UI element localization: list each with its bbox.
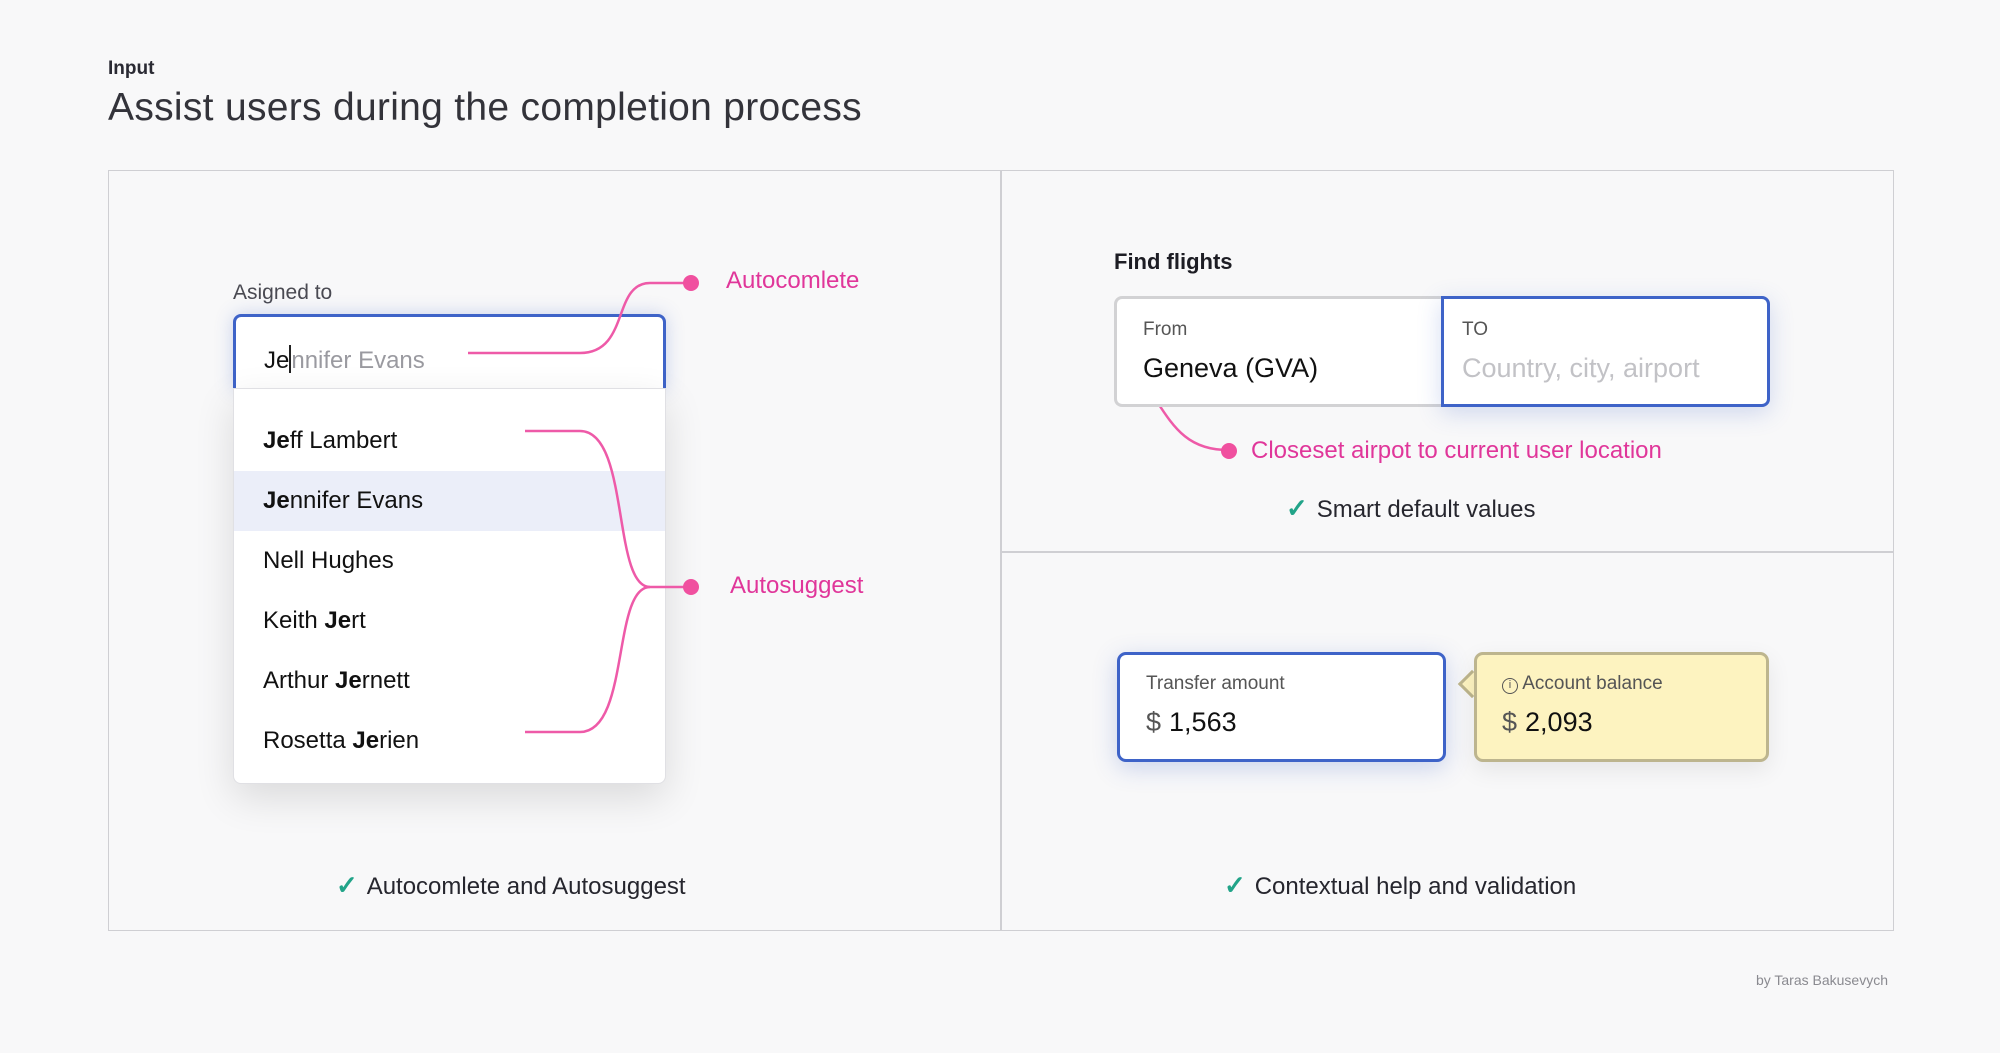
suggestion-match: Je xyxy=(263,487,290,514)
caption-contextual-help: ✓ Contextual help and validation xyxy=(1224,870,1576,901)
autosuggest-connector-top xyxy=(525,429,691,589)
suggestion-text: rt xyxy=(351,607,366,634)
closest-airport-dot xyxy=(1221,443,1237,459)
caption-text: Smart default values xyxy=(1316,496,1536,523)
transfer-amount-field[interactable]: Transfer amount $1,563 xyxy=(1117,652,1446,762)
caption-autocomplete: ✓ Autocomlete and Autosuggest xyxy=(336,870,686,901)
page-title: Assist users during the completion proce… xyxy=(108,86,862,129)
transfer-value: 1,563 xyxy=(1169,707,1237,737)
suggestion-text: Rosetta xyxy=(263,727,353,754)
currency-symbol: $ xyxy=(1502,707,1518,737)
suggestion-match: Je xyxy=(335,667,362,694)
suggestion-item[interactable]: Rosetta Jerien xyxy=(234,711,665,771)
account-balance-tooltip: i Account balance $2,093 xyxy=(1474,652,1769,762)
typed-text: Je xyxy=(264,347,290,374)
autosuggest-connector-bottom xyxy=(525,585,651,734)
suggestion-match: Je xyxy=(352,727,380,754)
suggestion-text: Arthur xyxy=(263,667,336,694)
suggestion-match: Je xyxy=(263,427,290,454)
autocomplete-connector xyxy=(468,281,691,355)
balance-label: Account balance xyxy=(1522,673,1663,694)
assigned-to-label: Asigned to xyxy=(233,281,333,304)
autocomplete-dot xyxy=(683,275,699,291)
suggestion-match: Je xyxy=(324,607,352,634)
suggestion-item[interactable]: Jeff Lambert xyxy=(234,411,665,471)
suggestion-item[interactable]: Nell Hughes xyxy=(234,531,665,591)
from-value: Geneva (GVA) xyxy=(1143,353,1319,383)
to-label: TO xyxy=(1462,319,1489,340)
closest-airport-connector xyxy=(1154,399,1229,452)
suggestion-item[interactable]: Jennifer Evans xyxy=(234,471,665,531)
from-label: From xyxy=(1143,319,1188,340)
suggestion-text: nnifer Evans xyxy=(289,487,424,514)
caption-smart-defaults: ✓ Smart default values xyxy=(1286,493,1535,524)
horizontal-divider xyxy=(1000,551,1894,553)
caption-text: Contextual help and validation xyxy=(1254,873,1577,900)
suggestion-text: rien xyxy=(379,727,420,754)
author-credit: by Taras Bakusevych xyxy=(1755,972,1888,988)
check-icon: ✓ xyxy=(1224,870,1246,900)
caption-text: Autocomlete and Autosuggest xyxy=(366,873,686,900)
vertical-divider xyxy=(1000,170,1002,931)
suggestion-text: Nell Hughes xyxy=(263,547,394,574)
find-flights-title: Find flights xyxy=(1114,249,1233,274)
info-icon: i xyxy=(1502,678,1518,694)
suggestion-text: rnett xyxy=(361,667,410,694)
section-kicker: Input xyxy=(108,58,155,79)
check-icon: ✓ xyxy=(1286,493,1308,523)
closest-airport-annotation: Closeset airpot to current user location xyxy=(1251,437,1662,464)
check-icon: ✓ xyxy=(336,870,358,900)
suggestion-text: ff Lambert xyxy=(289,427,398,454)
balance-value: 2,093 xyxy=(1525,707,1593,737)
to-placeholder: Country, city, airport xyxy=(1462,353,1700,383)
autocomplete-annotation: Autocomlete xyxy=(726,267,860,294)
suggestion-text: Keith xyxy=(263,607,325,634)
from-field[interactable]: From Geneva (GVA) xyxy=(1114,296,1454,407)
suggestion-item[interactable]: Arthur Jernett xyxy=(234,651,665,711)
autocomplete-ghost-text: nnifer Evans xyxy=(291,347,425,374)
to-field[interactable]: TO Country, city, airport xyxy=(1441,296,1770,407)
transfer-label: Transfer amount xyxy=(1146,673,1285,694)
suggestion-item[interactable]: Keith Jert xyxy=(234,591,665,651)
autosuggest-annotation: Autosuggest xyxy=(730,572,864,599)
autosuggest-dot xyxy=(683,579,699,595)
text-caret xyxy=(289,345,292,373)
currency-symbol: $ xyxy=(1146,707,1162,737)
